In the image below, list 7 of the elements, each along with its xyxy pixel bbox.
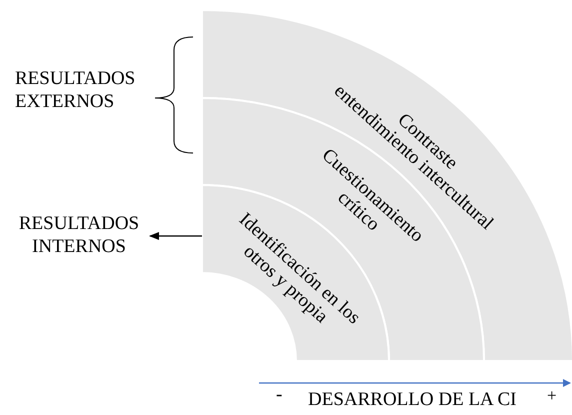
axis-sign: + [547, 386, 557, 406]
arrow [149, 232, 202, 240]
outcome-text: RESULTADOS INTERNOS [8, 212, 150, 260]
axis-sign: - [276, 384, 282, 407]
ring-band [202, 10, 572, 361]
group-label: RESULTADOS EXTERNOS [15, 68, 136, 114]
axis-label: DESARROLLO DE LA CI [308, 389, 516, 412]
